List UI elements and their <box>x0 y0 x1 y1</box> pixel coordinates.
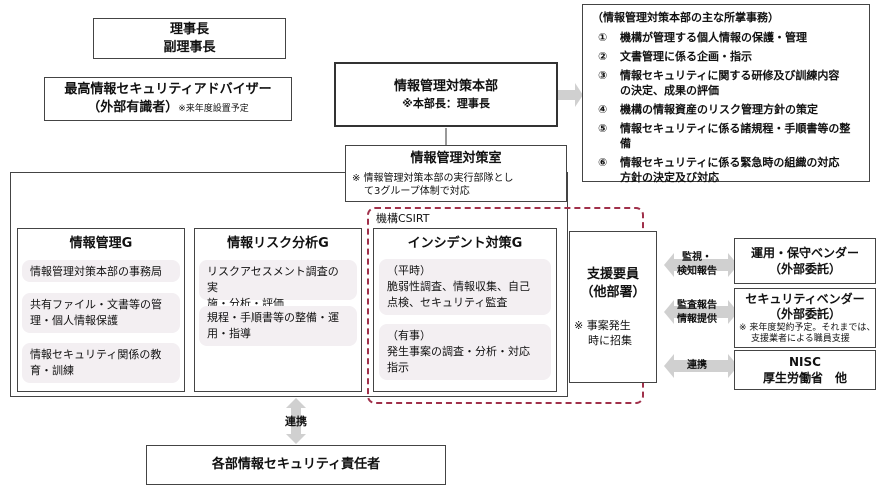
office-box: 情報管理対策室 ※ 情報管理対策本部の実行部隊とし て3グループ体制で対応 <box>345 145 567 202</box>
monitor-label: 監視・検知報告 <box>677 252 717 277</box>
hq-box: 情報管理対策本部 ※本部長：理事長 <box>334 62 558 127</box>
ops-vendor-box: 運用・保守ベンダー （外部委託） <box>734 238 876 284</box>
info-mgmt-title: 情報管理G <box>69 236 133 251</box>
incident-normal: （平時）脆弱性調査、情報収集、自己点検、セキュリティ監査 <box>379 259 551 315</box>
info-mgmt-item-2: 共有ファイル・文書等の管理・個人情報保護 <box>22 293 180 333</box>
duties-box <box>582 4 870 182</box>
bottom-coop-label: 連携 <box>285 415 307 428</box>
audit-label: 監査報告情報提供 <box>677 300 717 325</box>
risk-title: 情報リスク分析G <box>227 236 329 251</box>
hq-duties-arrow <box>548 83 583 107</box>
bottom-link-arrow <box>286 398 306 444</box>
support-note-2: 時に招集 <box>588 334 632 347</box>
monitor-arrow <box>664 253 738 277</box>
advisor-box: 最高情報セキュリティアドバイザー （外部有識者）※来年度設置予定 <box>44 77 292 121</box>
support-title-2: （他部署） <box>580 285 646 300</box>
advisor-title: 最高情報セキュリティアドバイザー <box>64 82 272 97</box>
risk-item-2: 規程・手順書等の整備・運用・指導 <box>199 306 357 346</box>
coop-arrow <box>664 354 738 378</box>
ops-vendor-line2: （外部委託） <box>768 262 841 276</box>
sec-vendor-note2: 支援業者による職員支援 <box>751 334 850 344</box>
office-note-2: て3グループ体制で対応 <box>364 186 470 197</box>
risk-item-1: リスクアセスメント調査の実施・分析・評価 <box>199 260 357 310</box>
chairman-box: 理事長 副理事長 <box>93 18 286 59</box>
csirt-label: 機構CSIRT <box>376 212 430 225</box>
advisor-sub: （外部有識者） <box>87 100 179 115</box>
incident-emergency: （有事）発生事案の調査・分析・対応指示 <box>379 324 551 380</box>
sec-vendor-line1: セキュリティベンダー <box>745 292 865 306</box>
sec-vendor-box: セキュリティベンダー （外部委託） ※ 来年度契約予定。それまでは、 支援業者に… <box>734 288 876 348</box>
support-box: 支援要員 （他部署） ※ 事案発生 時に招集 <box>569 231 657 383</box>
office-note-1: ※ 情報管理対策本部の実行部隊とし <box>352 173 514 184</box>
nisc-line2: 厚生労働省 他 <box>762 371 847 385</box>
audit-arrow <box>664 300 738 324</box>
advisor-note: ※来年度設置予定 <box>178 104 249 114</box>
coop-label: 連携 <box>687 360 707 371</box>
hq-title: 情報管理対策本部 <box>393 79 498 94</box>
sec-vendor-line2: （外部委託） <box>768 307 841 321</box>
nisc-line1: NISC <box>789 355 821 369</box>
ops-vendor-line1: 運用・保守ベンダー <box>750 246 859 260</box>
chairman-label: 理事長 <box>169 21 209 37</box>
support-note-1: ※ 事案発生 <box>574 319 631 332</box>
bottom-title: 各部情報セキュリティ責任者 <box>211 457 381 472</box>
incident-title: インシデント対策G <box>407 236 523 251</box>
duties-title: （情報管理対策本部の主な所掌事務） <box>592 11 779 24</box>
info-mgmt-item-1: 情報管理対策本部の事務局 <box>22 260 180 282</box>
bottom-box: 各部情報セキュリティ責任者 <box>146 445 446 485</box>
sec-vendor-note1: ※ 来年度契約予定。それまでは、 <box>739 323 876 333</box>
vice-chairman-label: 副理事長 <box>163 39 216 55</box>
info-mgmt-item-3: 情報セキュリティ関係の教育・訓練 <box>22 343 180 383</box>
nisc-box: NISC 厚生労働省 他 <box>734 350 876 390</box>
office-title: 情報管理対策室 <box>410 151 502 166</box>
hq-note: ※本部長：理事長 <box>402 97 490 110</box>
support-title-1: 支援要員 <box>586 267 639 282</box>
